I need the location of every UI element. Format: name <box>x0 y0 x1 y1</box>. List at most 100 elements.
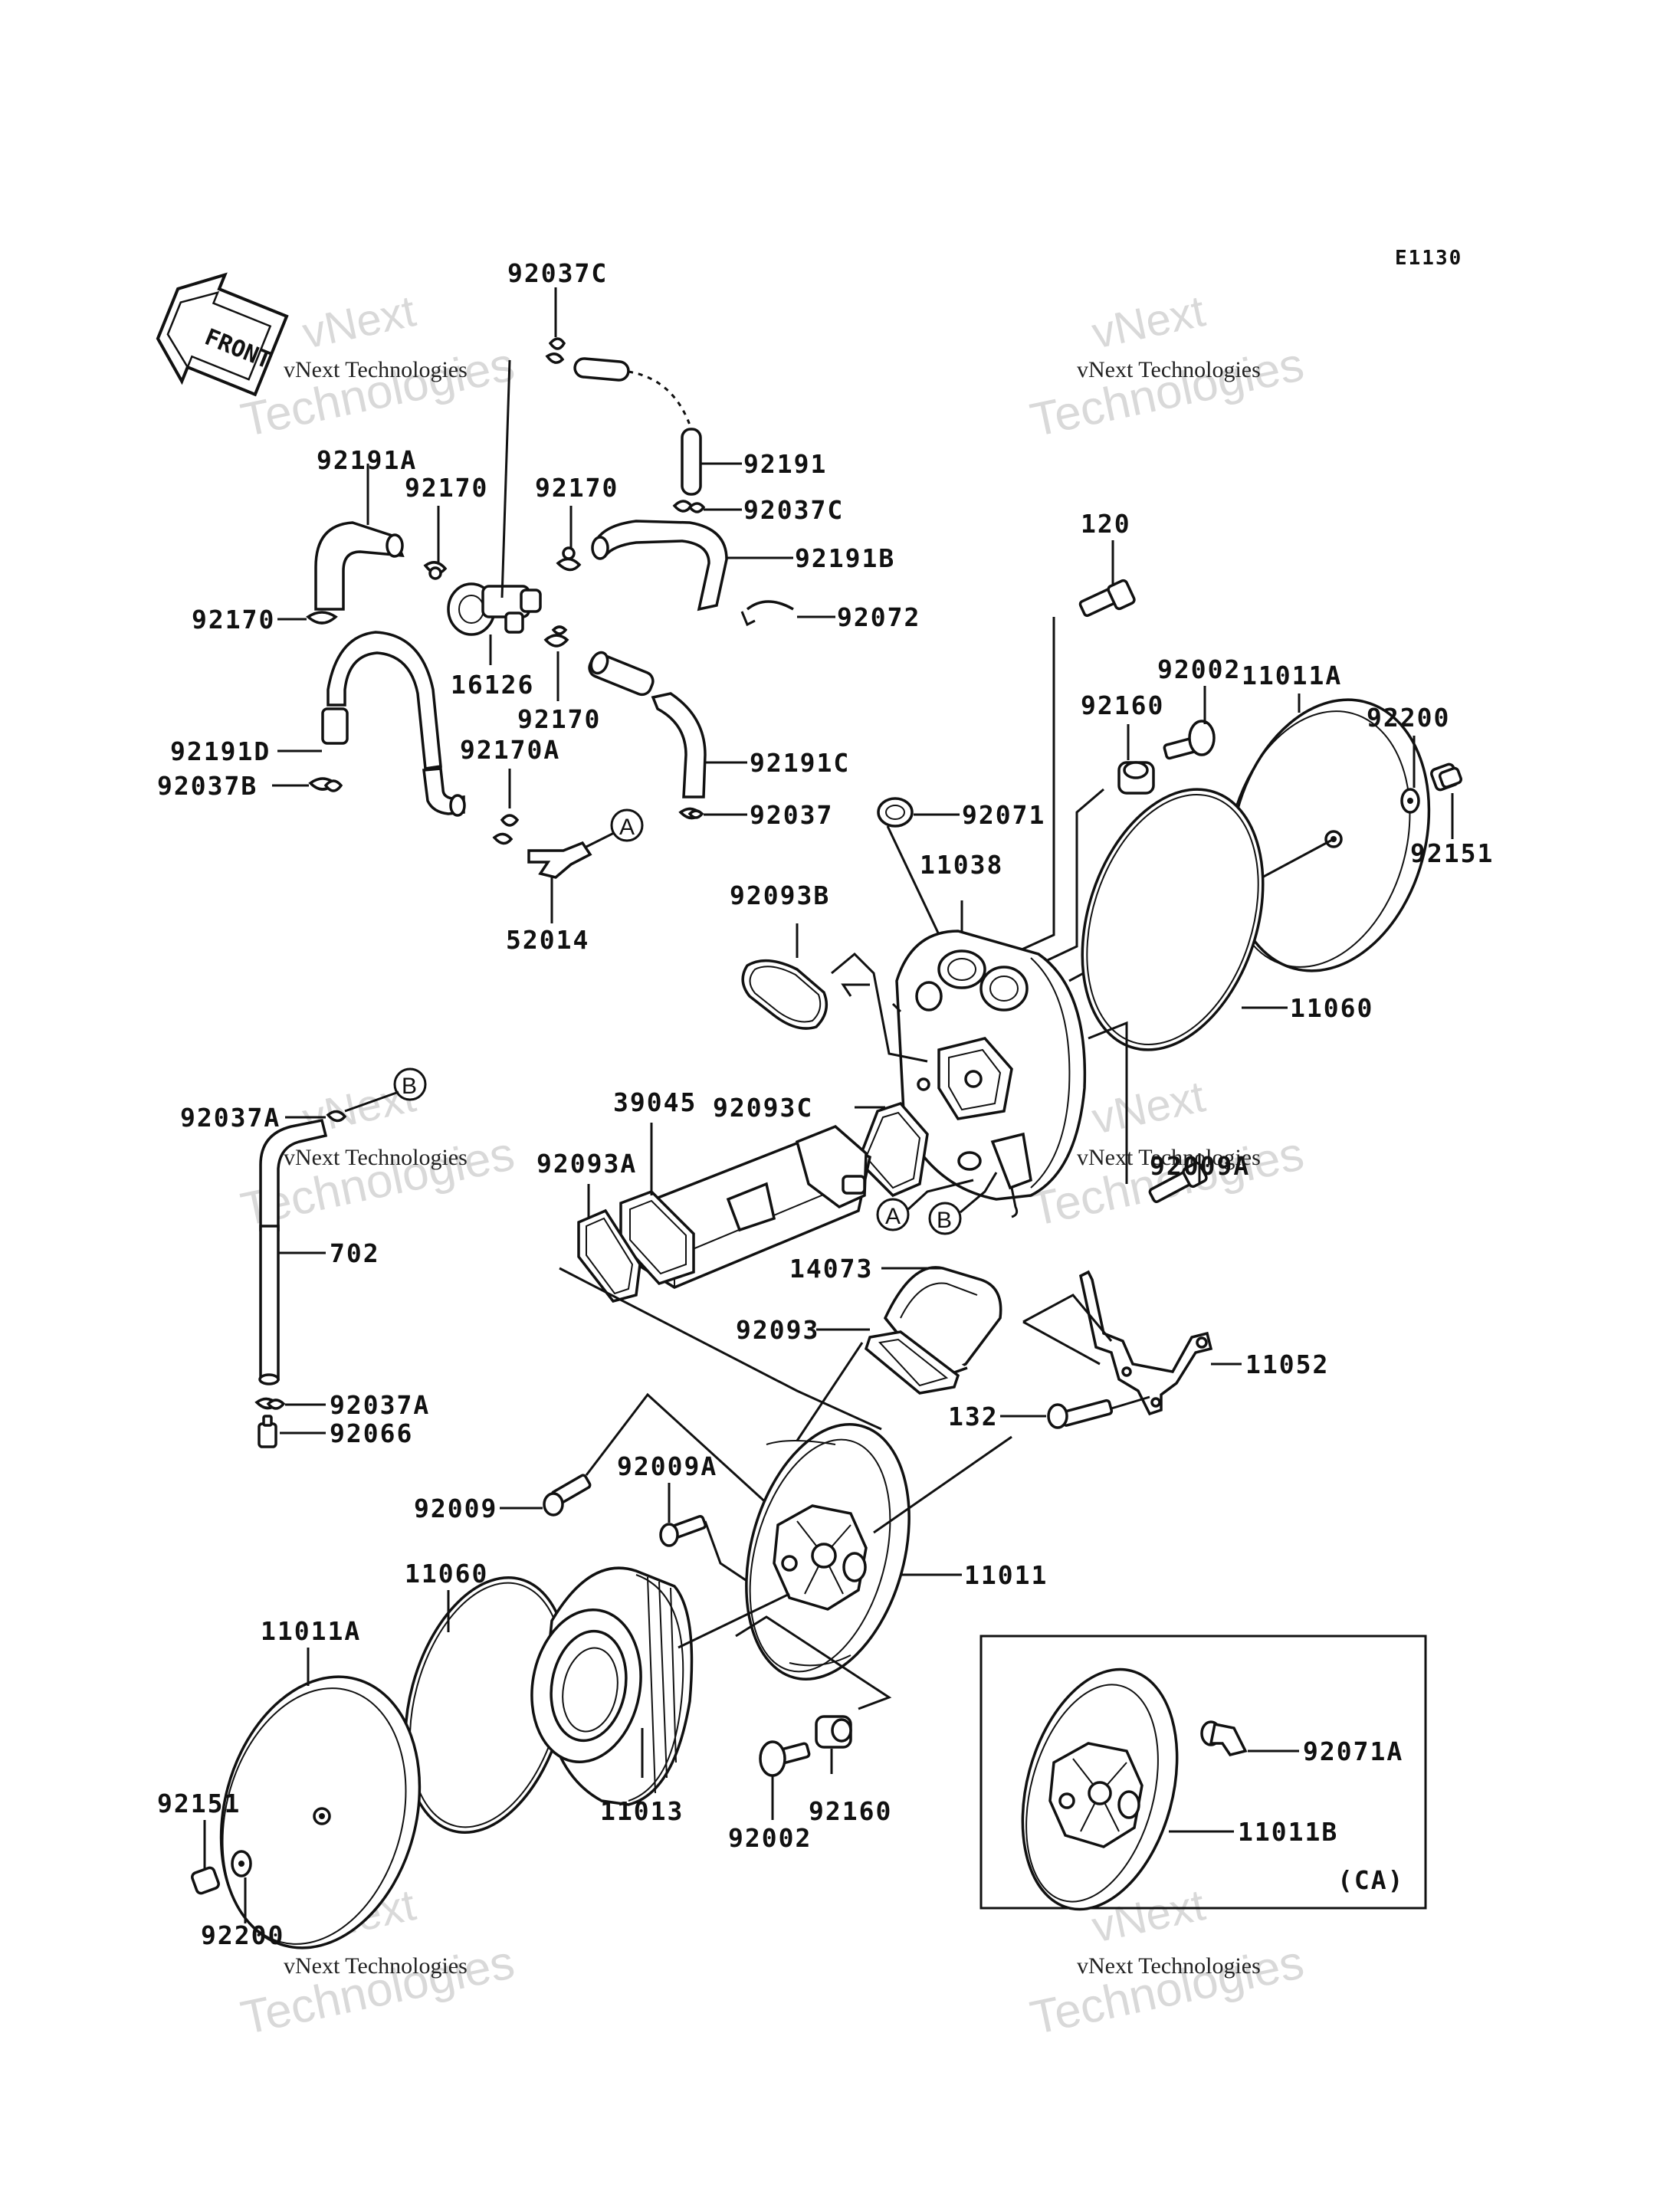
gasket-92093b <box>741 959 829 1030</box>
gasket-92093 <box>864 1330 960 1395</box>
svg-text:11011A: 11011A <box>261 1616 361 1646</box>
svg-text:vNext: vNext <box>298 286 420 358</box>
ref-a-mid: A <box>876 1198 910 1231</box>
svg-text:92093: 92093 <box>736 1315 819 1345</box>
bolt-92009 <box>543 1474 592 1517</box>
washer-92200-bottom <box>231 1850 252 1877</box>
svg-text:92151: 92151 <box>1410 838 1494 868</box>
svg-text:92191B: 92191B <box>795 543 895 573</box>
svg-text:92002: 92002 <box>1157 654 1241 684</box>
svg-text:92170: 92170 <box>535 473 619 503</box>
svg-text:92191C: 92191C <box>750 748 850 778</box>
ref-b-mid: B <box>928 1202 962 1235</box>
svg-text:vNext Technologies: vNext Technologies <box>284 1953 468 1979</box>
svg-text:Technologies: Technologies <box>237 338 519 448</box>
housing-11038 <box>891 930 1087 1218</box>
svg-text:Technologies: Technologies <box>237 1936 519 2045</box>
svg-text:92170A: 92170A <box>460 735 560 765</box>
svg-text:52014: 52014 <box>506 925 589 955</box>
svg-text:92037C: 92037C <box>743 495 844 525</box>
washer-92200-top <box>1400 788 1420 814</box>
bushing-92160-top <box>1117 761 1155 795</box>
part-labels: 92037C 92191 92037C 92191A 92170 92170 9… <box>157 258 1494 1950</box>
svg-text:11060: 11060 <box>1290 993 1373 1023</box>
svg-text:11011A: 11011A <box>1242 661 1342 690</box>
cover-11011a-bottom <box>219 1675 422 1949</box>
clip-92037b <box>308 777 343 792</box>
svg-text:120: 120 <box>1081 509 1131 539</box>
svg-text:92093C: 92093C <box>713 1093 813 1123</box>
bolt-92002-bottom <box>759 1740 811 1777</box>
svg-text:A: A <box>619 815 635 840</box>
svg-text:vNext: vNext <box>1088 286 1209 358</box>
bolt-92151-top <box>1430 762 1462 792</box>
ref-b-left: B <box>393 1067 427 1101</box>
svg-text:11011: 11011 <box>964 1560 1048 1590</box>
clip-92037c-top <box>545 337 566 364</box>
clip-92037c-mid <box>672 500 706 513</box>
svg-text:92037A: 92037A <box>330 1390 430 1420</box>
svg-text:11011B: 11011B <box>1238 1817 1338 1847</box>
svg-text:B: B <box>937 1208 952 1233</box>
svg-text:Technologies: Technologies <box>1026 1936 1308 2045</box>
svg-text:92009A: 92009A <box>617 1451 717 1481</box>
svg-text:92160: 92160 <box>809 1796 892 1826</box>
hose-92191 <box>573 357 702 496</box>
seal-ring-11060-top <box>1081 788 1265 1051</box>
clip-92170-c <box>543 625 569 648</box>
grommet-92071 <box>877 797 914 828</box>
valve-16126 <box>447 582 542 636</box>
svg-text:92160: 92160 <box>1081 690 1164 720</box>
bolt-132 <box>1047 1399 1114 1429</box>
svg-text:vNext Technologies: vNext Technologies <box>1077 1145 1261 1170</box>
svg-text:92093B: 92093B <box>730 880 830 910</box>
clip-92170-left <box>306 611 338 625</box>
svg-text:92071A: 92071A <box>1303 1736 1403 1766</box>
svg-text:11013: 11013 <box>600 1796 684 1826</box>
svg-text:Technologies: Technologies <box>1026 338 1308 448</box>
clip-92037a-top <box>326 1110 347 1123</box>
front-arrow-icon: FRONT <box>156 272 289 397</box>
screw-120 <box>1078 579 1136 618</box>
ca-variant-box <box>979 1635 1427 1910</box>
clip-92170a <box>492 814 520 845</box>
clip-92037 <box>678 807 704 820</box>
svg-text:92200: 92200 <box>1367 703 1450 733</box>
ref-a-top: A <box>610 808 644 842</box>
svg-text:11052: 11052 <box>1245 1349 1329 1379</box>
svg-text:92191D: 92191D <box>170 736 271 766</box>
svg-text:11038: 11038 <box>920 850 1003 880</box>
screw-92009a-mid <box>659 1514 707 1547</box>
cover-11011a-top <box>1226 698 1431 972</box>
hose-92191c <box>588 651 707 798</box>
gasket-92093c <box>856 1101 929 1198</box>
svg-text:B: B <box>402 1074 417 1099</box>
watermark-top-left: vNext Technologies vNext Technologies <box>237 286 519 447</box>
bracket-11052 <box>1079 1270 1213 1416</box>
elbow-92071a <box>1200 1720 1248 1756</box>
clip-92170-b <box>556 546 582 572</box>
diagram-code: E1130 <box>1395 247 1462 270</box>
joint-52014 <box>527 841 592 879</box>
hose-702 <box>258 1118 328 1385</box>
svg-text:92002: 92002 <box>728 1823 812 1853</box>
clip-92170-a <box>423 561 448 580</box>
svg-text:92191A: 92191A <box>317 445 417 475</box>
svg-text:92009A: 92009A <box>1150 1151 1250 1181</box>
svg-text:92151: 92151 <box>157 1789 241 1818</box>
svg-text:132: 132 <box>948 1402 999 1431</box>
svg-text:39045: 39045 <box>613 1087 697 1117</box>
svg-text:(CA): (CA) <box>1337 1865 1404 1895</box>
svg-text:92037B: 92037B <box>157 771 258 801</box>
bolt-92002-top <box>1163 720 1216 760</box>
svg-text:vNext Technologies: vNext Technologies <box>284 357 468 382</box>
housing-11011 <box>745 1423 911 1681</box>
svg-text:92071: 92071 <box>962 800 1045 830</box>
svg-text:vNext Technologies: vNext Technologies <box>284 1145 468 1170</box>
svg-text:92037A: 92037A <box>180 1103 281 1133</box>
watermark-top-right: vNext Technologies vNext Technologies <box>1026 286 1308 447</box>
svg-text:11060: 11060 <box>405 1559 488 1589</box>
svg-text:14073: 14073 <box>789 1254 873 1284</box>
svg-text:92170: 92170 <box>405 473 488 503</box>
